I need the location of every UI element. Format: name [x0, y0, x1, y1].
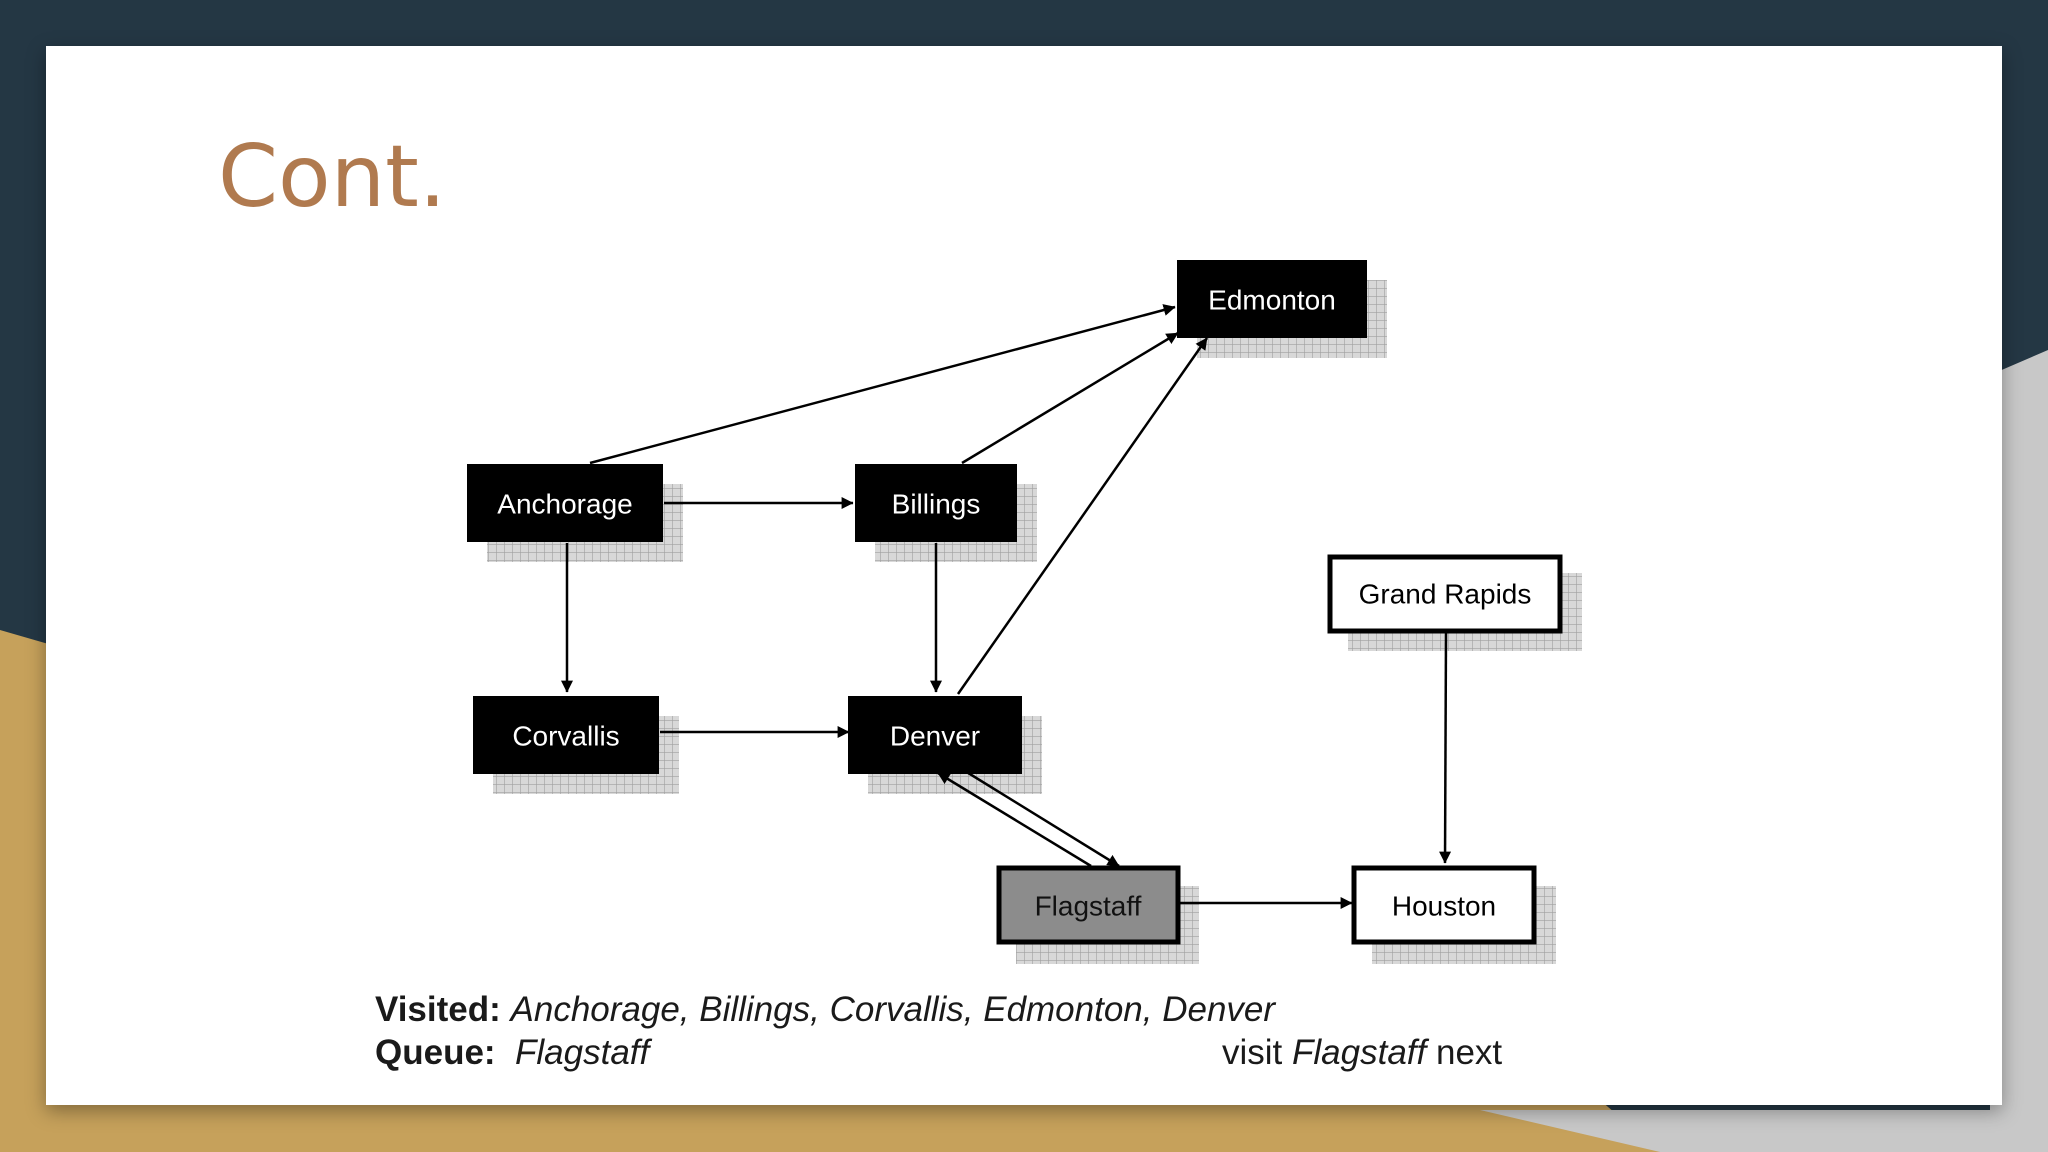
edge-grand-rapids-houston	[1439, 631, 1452, 864]
node-label-billings: Billings	[892, 488, 981, 519]
edge-anchorage-edmonton	[589, 304, 1176, 465]
node-label-houston: Houston	[1392, 890, 1496, 921]
node-label-corvallis: Corvallis	[512, 720, 619, 751]
queue-value: Flagstaff	[515, 1033, 650, 1072]
visited-value: Anchorage, Billings, Corvallis, Edmonton…	[510, 990, 1276, 1029]
node-edmonton: Edmonton	[1177, 260, 1367, 338]
edge-denver-flagstaff	[964, 769, 1120, 868]
queue-label: Queue:	[375, 1033, 496, 1072]
edge-denver-edmonton	[956, 337, 1209, 695]
node-flagstaff: Flagstaff	[996, 865, 1181, 945]
slide-title: Cont.	[218, 127, 447, 227]
next-step-note: visit Flagstaff next	[1222, 1035, 1502, 1070]
node-label-flagstaff: Flagstaff	[1035, 890, 1142, 921]
node-houston: Houston	[1351, 865, 1537, 945]
queue-line: Queue: Flagstaff	[375, 1035, 649, 1070]
node-corvallis: Corvallis	[473, 696, 659, 774]
edge-flagstaff-denver	[937, 771, 1092, 868]
next-suffix: next	[1435, 1033, 1503, 1072]
node-grand-rapids: Grand Rapids	[1327, 554, 1563, 634]
node-label-anchorage: Anchorage	[497, 488, 632, 519]
node-anchorage: Anchorage	[467, 464, 663, 542]
node-billings: Billings	[855, 464, 1017, 542]
next-node: Flagstaff	[1292, 1033, 1427, 1072]
visited-line: Visited: Anchorage, Billings, Corvallis,…	[375, 992, 1275, 1027]
next-prefix: visit	[1222, 1033, 1283, 1072]
graph-edges	[561, 304, 1452, 909]
visited-label: Visited:	[375, 990, 501, 1029]
node-label-grand-rapids: Grand Rapids	[1359, 578, 1532, 609]
graph-nodes: Edmonton Anchorage Billings Grand Rapids…	[467, 260, 1563, 945]
node-denver: Denver	[848, 696, 1022, 774]
node-label-denver: Denver	[890, 720, 980, 751]
edge-billings-edmonton	[961, 331, 1179, 465]
node-label-edmonton: Edmonton	[1208, 284, 1336, 315]
